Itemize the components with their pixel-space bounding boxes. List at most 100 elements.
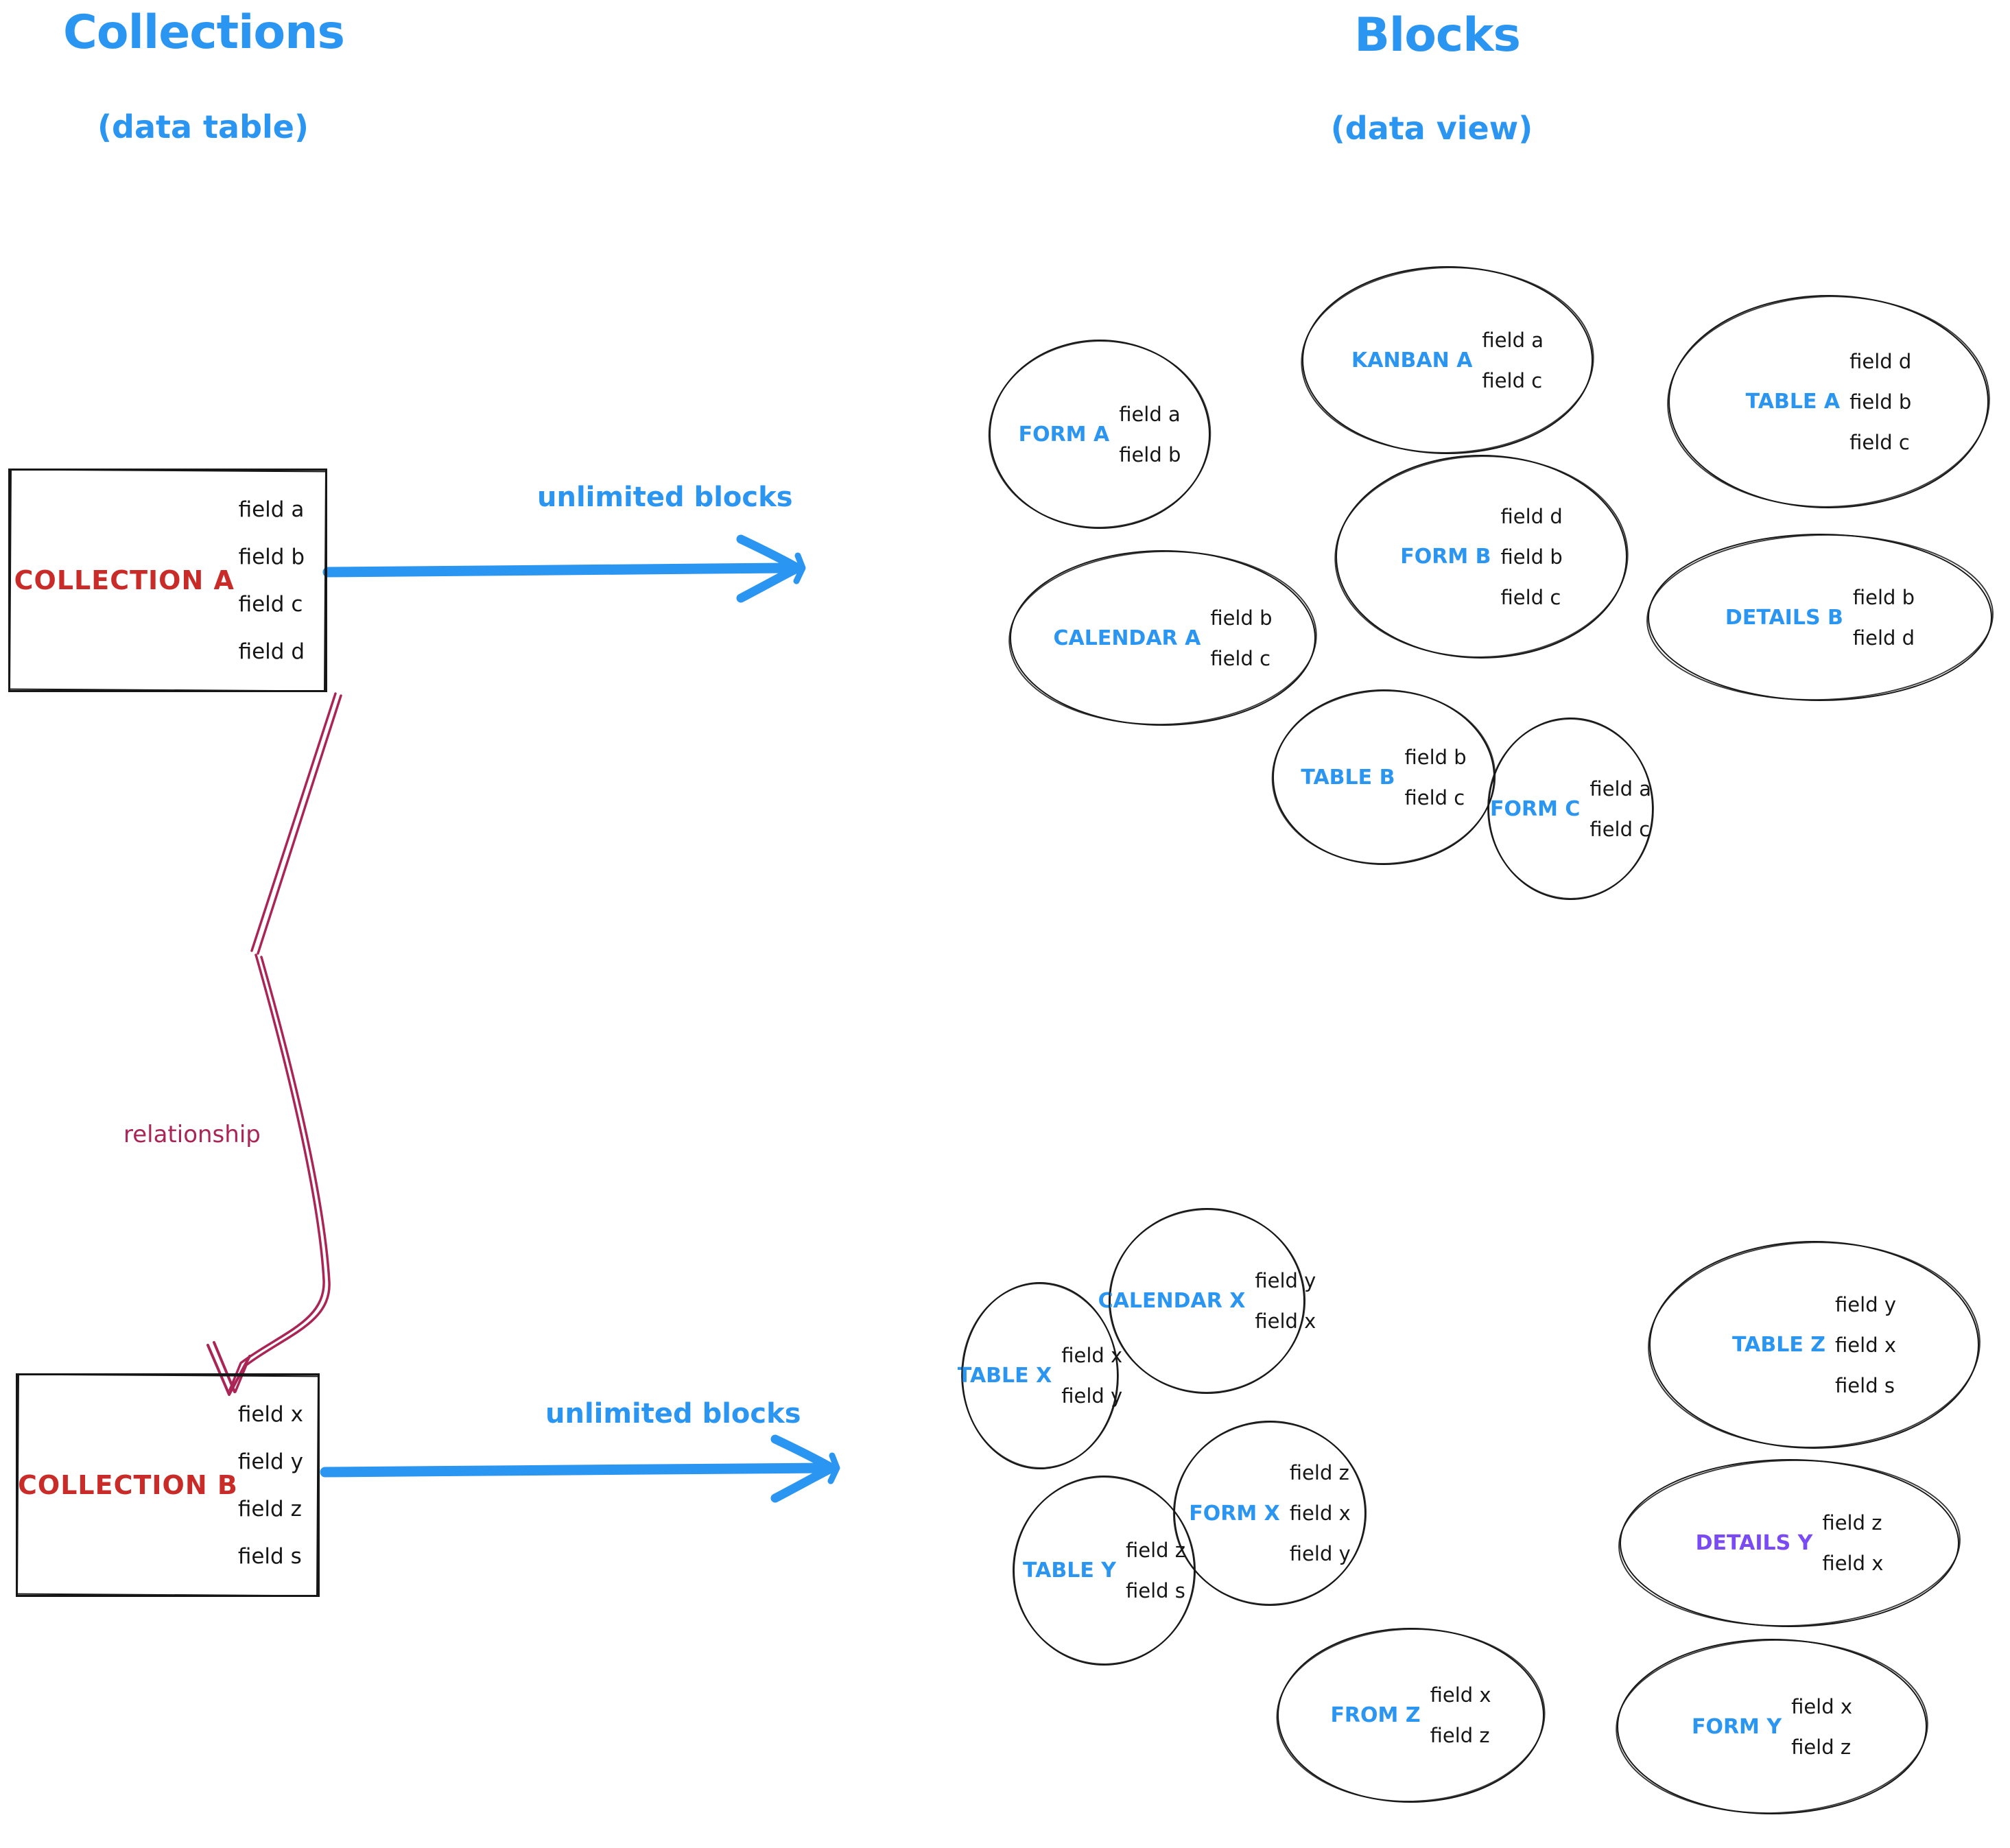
block-label: TABLE X	[957, 1364, 1052, 1388]
collection-a-name: COLLECTION A	[14, 565, 235, 595]
block-field: field z	[1822, 1511, 1882, 1535]
block-label: TABLE A	[1745, 390, 1841, 414]
block-field: field b	[1210, 606, 1273, 630]
block-field: field d	[1500, 504, 1563, 528]
collection-field: field d	[238, 639, 305, 664]
block-field: field a	[1589, 777, 1651, 801]
block-field: field c	[1589, 817, 1651, 841]
block-fields: field y field x	[1255, 1269, 1316, 1333]
block-fields: field x field z	[1430, 1683, 1491, 1747]
block-label: FORM B	[1400, 545, 1491, 569]
collection-field: field c	[238, 591, 303, 617]
collection-field: field y	[237, 1449, 303, 1474]
block-field: field a	[1482, 328, 1544, 352]
block-field: field c	[1210, 646, 1271, 670]
block-form-b: FORM B field d field b field c	[1336, 455, 1627, 659]
block-label: CALENDAR X	[1098, 1289, 1246, 1313]
block-label: DETAILS B	[1725, 605, 1843, 630]
block-field: field y	[1835, 1292, 1896, 1316]
block-field: field d	[1852, 626, 1915, 650]
unlimited-blocks-label-a: unlimited blocks	[537, 482, 793, 513]
block-field: field b	[1849, 390, 1912, 414]
block-label: TABLE B	[1301, 765, 1395, 790]
collection-b-fields: field x field y field z field s	[238, 1402, 324, 1569]
block-label: TABLE Y	[1022, 1559, 1116, 1583]
block-fields: field x field z	[1791, 1695, 1852, 1759]
block-field: field y	[1255, 1269, 1316, 1292]
block-fields: field z field x field y	[1290, 1461, 1351, 1565]
collection-field: field z	[237, 1496, 302, 1521]
block-fields: field d field b field c	[1501, 505, 1563, 609]
block-field: field y	[1061, 1384, 1123, 1408]
block-field: field x	[1255, 1310, 1316, 1333]
block-label: FROM Z	[1330, 1703, 1421, 1727]
block-fields: field x field y	[1061, 1344, 1122, 1408]
block-field: field c	[1500, 585, 1561, 609]
block-field: field c	[1849, 430, 1910, 454]
block-field: field z	[1125, 1539, 1185, 1562]
block-field: field s	[1125, 1579, 1185, 1602]
block-field: field x	[1791, 1694, 1853, 1718]
block-field: field z	[1430, 1724, 1490, 1747]
block-fields: field d field b field c	[1849, 350, 1911, 454]
block-label: FORM X	[1189, 1501, 1280, 1526]
collection-a-fields: field a field b field c field d	[239, 497, 325, 664]
block-table-z: TABLE Z field y field x field s	[1649, 1241, 1979, 1449]
block-fields: field z field x	[1822, 1511, 1883, 1575]
collections-subtitle: (data table)	[97, 108, 309, 145]
block-field: field c	[1404, 785, 1465, 809]
block-calendar-x: CALENDAR X field y field x	[1098, 1208, 1316, 1394]
relationship-arrow	[206, 692, 342, 1396]
block-field: field b	[1404, 745, 1467, 769]
block-field: field x	[1289, 1502, 1351, 1525]
block-fields: field b field c	[1210, 606, 1272, 670]
block-field: field d	[1849, 349, 1912, 373]
block-fields: field b field c	[1404, 746, 1466, 809]
block-field: field b	[1119, 442, 1181, 466]
block-fields: field a field c	[1589, 777, 1651, 841]
block-field: field x	[1061, 1344, 1123, 1367]
block-field: field s	[1835, 1373, 1895, 1397]
block-label: FORM Y	[1691, 1714, 1782, 1739]
block-details-y: DETAILS Y field z field x	[1620, 1459, 1959, 1627]
block-label: CALENDAR A	[1053, 626, 1201, 650]
block-label: FORM C	[1490, 796, 1581, 821]
collection-field: field a	[238, 497, 305, 522]
collection-a-box: COLLECTION A field a field b field c fie…	[8, 469, 327, 692]
block-fields: field a field b	[1119, 403, 1181, 466]
block-field: field y	[1289, 1542, 1351, 1565]
block-fields: field b field d	[1853, 586, 1915, 650]
blocks-subtitle: (data view)	[1330, 110, 1533, 147]
block-label: KANBAN A	[1351, 348, 1473, 372]
block-field: field b	[1852, 585, 1915, 609]
block-fields: field y field x field s	[1835, 1293, 1896, 1397]
collection-b-box: COLLECTION B field x field y field z fie…	[16, 1373, 320, 1597]
block-fields: field z field s	[1126, 1539, 1185, 1602]
block-field: field z	[1791, 1735, 1852, 1759]
block-table-a: TABLE A field d field b field c	[1668, 295, 1989, 508]
block-field: field x	[1430, 1683, 1491, 1707]
relationship-label: relationship	[123, 1121, 261, 1148]
collection-field: field x	[237, 1401, 303, 1427]
block-label: TABLE Z	[1732, 1333, 1826, 1357]
blocks-title: Blocks	[1354, 8, 1521, 62]
block-kanban-a: KANBAN A field a field c	[1302, 266, 1593, 454]
block-calendar-a: CALENDAR A field b field c	[1010, 550, 1316, 726]
block-field: field x	[1822, 1552, 1884, 1575]
block-table-b: TABLE B field b field c	[1273, 689, 1495, 865]
unlimited-blocks-arrow-a	[322, 534, 806, 603]
unlimited-blocks-arrow-b	[320, 1434, 840, 1503]
collection-b-name: COLLECTION B	[18, 1470, 238, 1500]
block-field: field z	[1289, 1461, 1349, 1484]
collection-field: field s	[237, 1543, 302, 1569]
unlimited-blocks-label-b: unlimited blocks	[545, 1398, 801, 1430]
block-from-z: FROM Z field x field z	[1277, 1628, 1544, 1803]
block-table-y: TABLE Y field z field s	[1013, 1476, 1195, 1666]
block-form-c: FORM C field a field c	[1488, 718, 1653, 900]
block-details-b: DETAILS B field b field d	[1648, 534, 1992, 701]
block-field: field c	[1482, 368, 1543, 392]
block-field: field x	[1835, 1333, 1896, 1357]
block-field: field a	[1119, 402, 1181, 426]
block-form-x: FORM X field z field x field y	[1174, 1421, 1366, 1606]
